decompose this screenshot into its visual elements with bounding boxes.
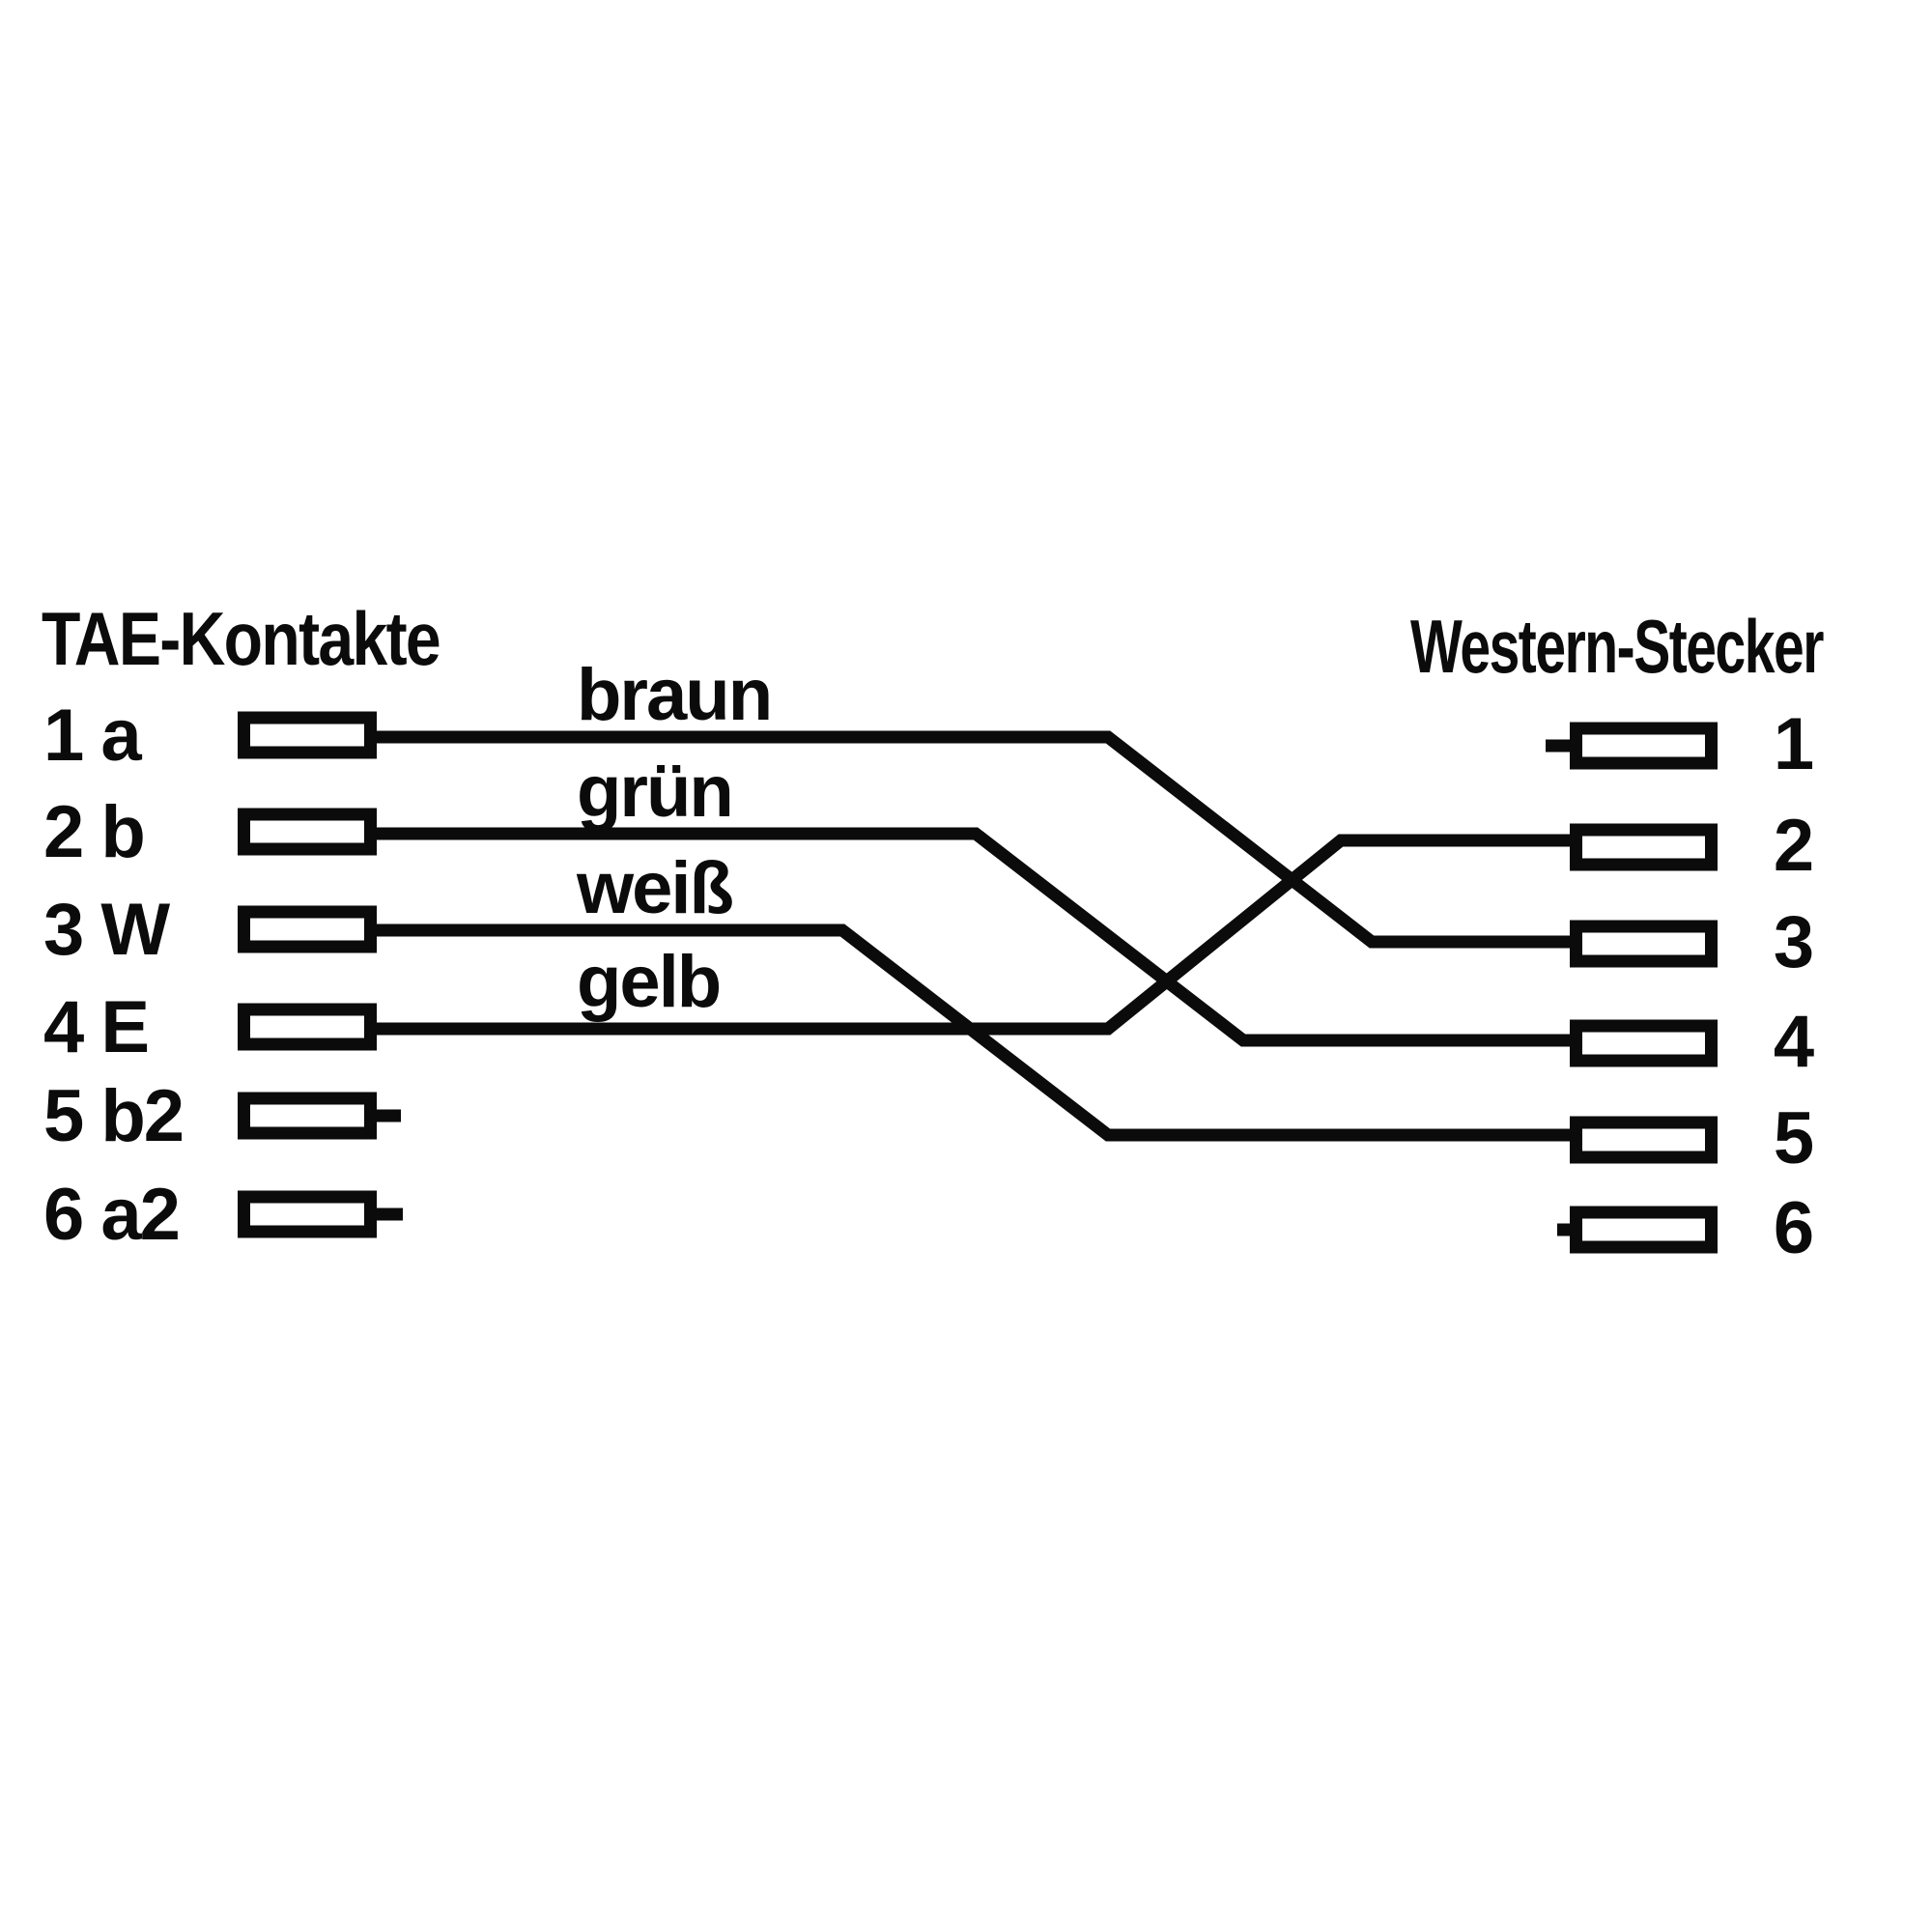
stubs-group bbox=[370, 739, 1592, 1236]
wire-label-weiss: weiß bbox=[576, 847, 732, 929]
western-pin-label-6: 6 bbox=[1774, 1187, 1812, 1269]
wires-group bbox=[370, 730, 1589, 1142]
right-column-title: Western-Stecker bbox=[1410, 604, 1824, 689]
tae-pin-box-5b2 bbox=[238, 1092, 377, 1140]
tae-pin-label-5b2: 5 b2 bbox=[43, 1075, 183, 1157]
western-pin-box-6 bbox=[1570, 1206, 1718, 1254]
wire-label-gruen: grün bbox=[577, 751, 732, 833]
wire-braun-polyline bbox=[370, 730, 1589, 949]
tae-pin-box-1a bbox=[238, 711, 377, 759]
wire-label-gelb: gelb bbox=[577, 941, 720, 1023]
western-pin-label-3: 3 bbox=[1774, 901, 1812, 983]
western-pin-label-5: 5 bbox=[1774, 1097, 1813, 1179]
western-pin-label-4: 4 bbox=[1774, 1001, 1814, 1083]
tae-pin-label-1a: 1 a bbox=[43, 695, 142, 777]
wire-label-braun: braun bbox=[577, 654, 771, 736]
tae-pin-labels: 1 a 2 b 3 W 4 E5 b2 6 a2 bbox=[43, 695, 185, 1256]
tae-pin-box-2b bbox=[238, 808, 377, 856]
tae-pin-label-4E: 4 E bbox=[43, 986, 148, 1068]
tae-pin-label-3W: 3 W bbox=[43, 889, 170, 971]
western-pin-box-1 bbox=[1570, 722, 1718, 770]
western-pin-labels: 1 2 3 4 56 bbox=[1774, 703, 1816, 1269]
wire-gruen-polyline bbox=[370, 827, 1589, 1047]
western-pin-box-3 bbox=[1570, 920, 1718, 968]
western-pin-box-2 bbox=[1570, 823, 1718, 871]
western-pin-boxes bbox=[1570, 722, 1718, 1254]
wire-gelb-polyline bbox=[370, 834, 1589, 1036]
tae-pin-box-4E bbox=[238, 1003, 377, 1051]
western-pin-label-1: 1 bbox=[1774, 703, 1813, 785]
tae-pin-label-6a2: 6 a2 bbox=[43, 1174, 179, 1256]
tae-pin-box-6a2 bbox=[238, 1190, 377, 1238]
tae-pin-label-2b: 2 b bbox=[43, 791, 144, 873]
western-pin-label-2: 2 bbox=[1774, 805, 1812, 887]
tae-pin-box-3W bbox=[238, 905, 377, 953]
tae-pin-boxes bbox=[238, 711, 377, 1238]
wire-color-labels: braun grün weiß gelb bbox=[576, 654, 773, 1023]
western-pin-box-4 bbox=[1570, 1019, 1718, 1067]
left-column-title: TAE-Kontakte bbox=[42, 596, 440, 681]
western-pin-box-5 bbox=[1570, 1116, 1718, 1164]
